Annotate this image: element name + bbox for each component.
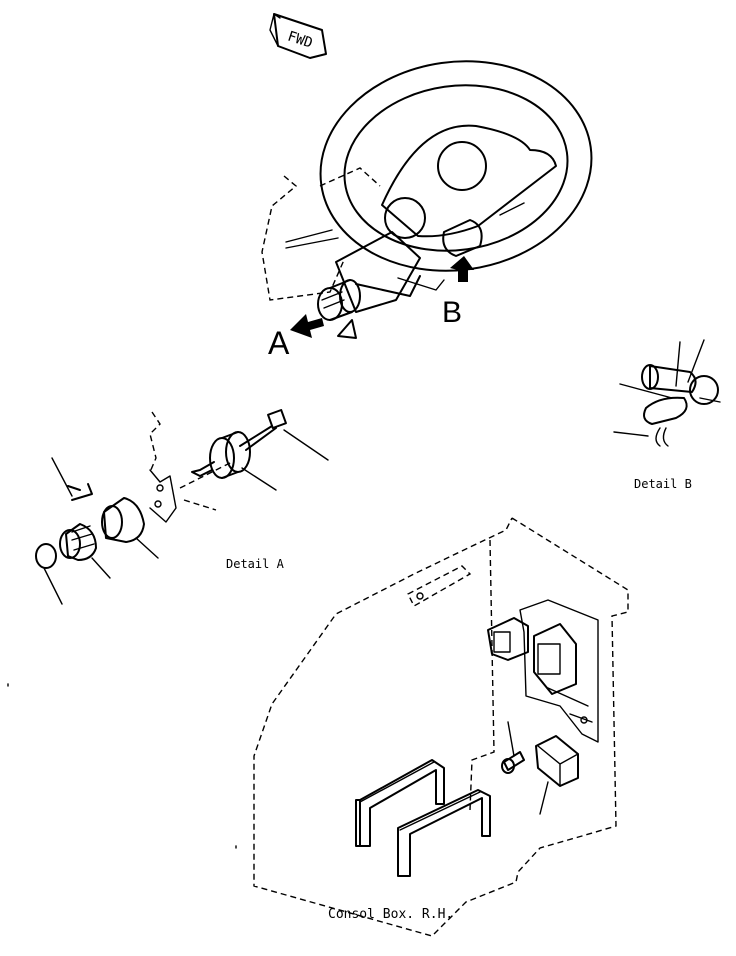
callout-a: A — [268, 325, 290, 361]
console-title: Consol Box. R.H. — [328, 907, 453, 922]
detail-b-drawing: Detail B — [613, 339, 721, 491]
detail-b-title: Detail B — [634, 477, 692, 491]
arrow-a-icon — [290, 314, 324, 338]
arrow-b-icon — [450, 256, 474, 282]
detail-a-title: Detail A — [226, 557, 285, 571]
detail-b-location: B — [442, 256, 474, 329]
detail-a-location: A — [268, 279, 361, 361]
fwd-marker: FWD — [269, 13, 327, 59]
steering-wheel — [319, 60, 593, 272]
detail-a-drawing: Detail A — [35, 409, 329, 605]
fwd-label: FWD — [285, 29, 314, 52]
callout-b: B — [442, 296, 462, 329]
console-box-rh: Consol Box. R.H. — [253, 517, 629, 937]
steering-column — [261, 167, 445, 313]
